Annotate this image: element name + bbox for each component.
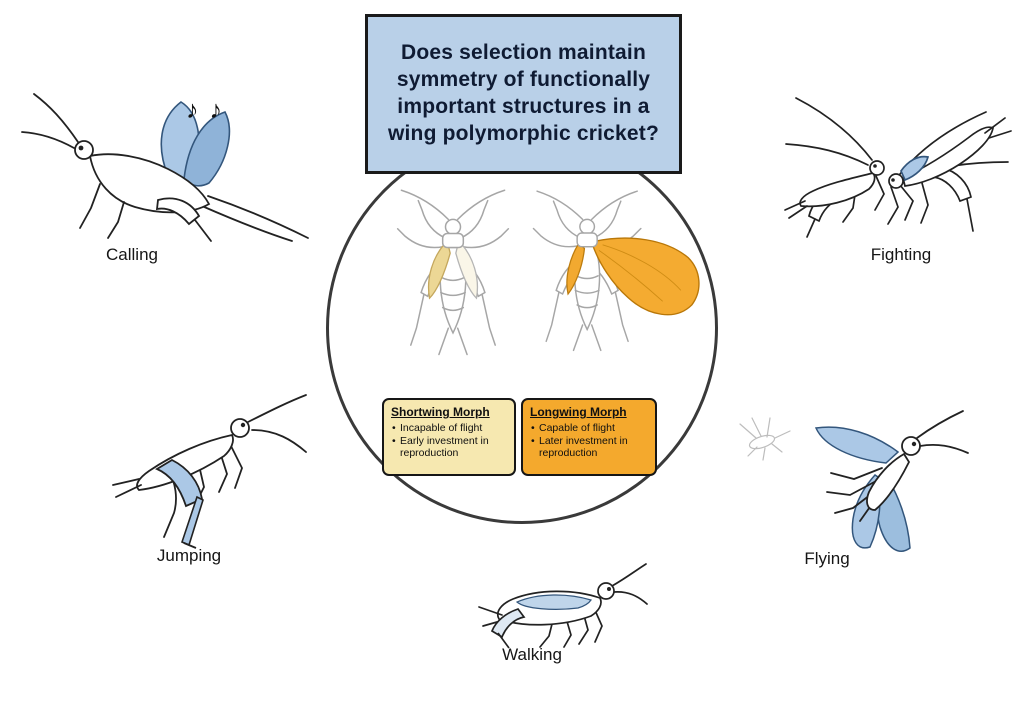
shortwing-cricket-body	[396, 189, 510, 356]
label-calling: Calling	[106, 245, 158, 264]
figure-title: Does selection maintain symmetry of func…	[387, 41, 660, 145]
longwing-cricket-illustration	[532, 190, 700, 352]
longwing-right-wing	[591, 237, 700, 316]
longwing-left-wing	[566, 242, 586, 296]
eye-icon	[78, 145, 84, 151]
hind-femur	[490, 607, 526, 639]
blue-hind-femur	[155, 458, 204, 508]
label-jumping: Jumping	[156, 546, 222, 565]
calling-antennae-cerci	[21, 93, 309, 242]
walking-cricket-illustration	[478, 563, 648, 649]
calling-cricket-illustration	[21, 93, 309, 242]
eye-icon	[911, 441, 917, 447]
fighting-crickets-illustration	[784, 97, 1012, 238]
raised-wing-back	[183, 111, 231, 187]
shortwing-morph-title: Shortwing Morph	[391, 405, 490, 419]
calling-cricket-body	[74, 140, 212, 242]
label-flying: Flying	[804, 549, 850, 568]
wing-veins	[598, 244, 682, 302]
hind-tarsus	[183, 542, 197, 549]
jumping-cricket-illustration	[112, 394, 307, 549]
label-fighting: Fighting	[870, 245, 932, 264]
antenna-icon	[590, 190, 638, 221]
blue-tegmina	[515, 594, 592, 610]
antenna-icon	[400, 189, 450, 221]
shortwing-left-wing	[427, 242, 451, 300]
flying-cricket-illustration	[739, 410, 969, 552]
flying-cricket-body	[826, 410, 969, 522]
fighting-left-cricket	[784, 97, 885, 238]
hind-tibia	[497, 632, 510, 649]
bullet-item: Later investment in reproduction	[530, 435, 648, 460]
blue-pronotum	[900, 155, 930, 182]
longwing-morph-box: Longwing Morph Capable of flight Later i…	[521, 398, 657, 476]
shortwing-bullet-list: Incapable of flight Early investment in …	[391, 422, 507, 460]
walking-cricket-head	[597, 582, 615, 600]
eye-icon	[240, 422, 246, 428]
shortwing-morph-box: Shortwing Morph Incapable of flight Earl…	[382, 398, 516, 476]
jumping-cricket-body	[112, 394, 307, 538]
longwing-morph-title: Longwing Morph	[530, 405, 627, 419]
longwing-bullet-list: Capable of flight Later investment in re…	[530, 422, 648, 460]
title-box: Does selection maintain symmetry of func…	[365, 14, 682, 174]
jumping-cricket-head	[230, 418, 250, 438]
longwing-cricket-head	[576, 218, 598, 248]
antenna-icon	[536, 190, 584, 221]
shortwing-right-wing	[455, 242, 479, 300]
bullet-item: Capable of flight	[530, 422, 648, 435]
eye-icon	[891, 178, 895, 182]
fighting-right-cricket	[887, 111, 1012, 232]
bullet-item: Early investment in reproduction	[391, 435, 507, 460]
eye-icon	[607, 587, 611, 591]
blue-upper-wing	[814, 426, 900, 464]
eye-icon	[873, 164, 877, 168]
music-notes-icon: ♪ ♪	[186, 96, 224, 124]
antenna-icon	[456, 189, 506, 221]
shortwing-cricket-head	[441, 218, 465, 249]
bullet-item: Incapable of flight	[391, 422, 507, 435]
distant-flying-cricket	[739, 417, 791, 461]
shortwing-cricket-illustration	[396, 189, 510, 356]
label-walking: Walking	[502, 645, 562, 664]
